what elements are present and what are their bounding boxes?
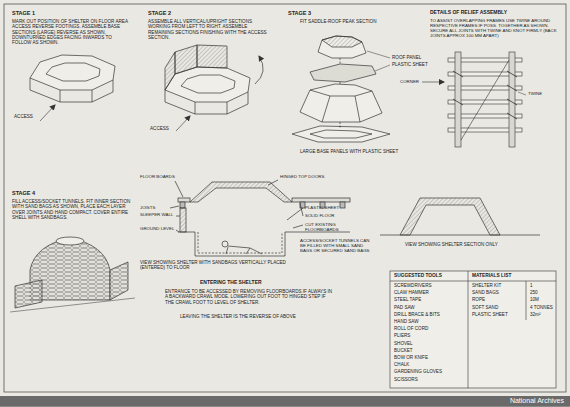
heading: STAGE 1 [12,10,72,16]
note-label: SCREWDRIVERS [394,283,466,288]
note-label: 250 [530,290,555,295]
note-label: SCISSORS [394,377,466,382]
note-label: 10M [530,297,555,302]
note-label: ROPE [472,297,524,302]
note-label: VIEW SHOWING SHELTER SECTION ONLY [405,242,525,247]
note-label: PAD SAW [394,305,466,310]
note-label: TWINE [528,91,560,96]
note-label: SHELTER KIT [472,283,524,288]
note-label: SHOVEL [394,341,466,346]
note-label: SOLID FLOOR [305,213,355,218]
note-label: 4 TONNES [530,305,555,310]
note-label: VIEW SHOWING SHELTER WITH SANDBAGS VERTI… [140,260,300,271]
watermark-band: National Archives [0,396,570,406]
heading: STAGE 2 [148,10,208,16]
heading: DETAILS OF RELIEF ASSEMBLY [430,10,560,16]
note-label: ENTRANCE TO BE ACCESSED BY REMOVING FLOO… [165,289,335,305]
watermark-text: National Archives [0,396,570,406]
note-label: PLASTIC SHEET [472,312,524,317]
note-label: CLAW HAMMER [394,290,466,295]
note-label: DRILL BRACE & BITS [394,312,466,317]
note-label: FILL ACCESS/SOCKET TUNNELS. FIT INNER SE… [12,199,137,220]
note-label: LARGE BASE PANELS WITH PLASTIC SHEET [300,149,400,154]
note-label: PLIERS [394,333,466,338]
note-label: HINGED TOP DOORS [280,174,335,179]
note-label: SLEEPER WALL [140,212,176,217]
note-label: 1 [530,283,555,288]
heading: STAGE 4 [12,190,72,196]
note-label: GROUND LEVEL [140,226,176,231]
note-label: BUCKET [394,348,466,353]
note-label: CORNER [400,79,422,84]
note-label: TO ASSIST OVERLAPPING FRAMES USE TWINE A… [430,18,562,38]
note-label: ACCESS/SOCKET TUNNELS CAN BE FILLED WITH… [300,238,370,253]
note-label: SAND BAGS [472,290,524,295]
note-label: 32m² [530,312,555,317]
note-label: JOISTS [140,205,170,210]
note-label: ACCESS [150,126,180,131]
note-label: PLASTIC SHEET [392,62,437,67]
note-label: STEEL TAPE [394,297,466,302]
note-label: ROOF PANEL [392,55,437,60]
note-label: HAND SAW [394,319,466,324]
note-label: LEAVING THE SHELTER IS THE REVERSE OF AB… [180,314,320,319]
note-label: ASSEMBLE ALL VERTICAL/UPRIGHT SECTIONS W… [148,19,268,40]
heading: MATERIALS LIST [472,273,552,279]
note-label: MARK OUT POSITION OF SHELTER ON FLOOR AR… [12,19,130,45]
heading: ENTERING THE SHELTER [200,280,300,286]
note-label: PLASTIC SHEET [305,205,355,210]
heading: STAGE 3 [288,10,348,16]
note-label: FIT SADDLE-ROOF PEAK SECTION [300,19,400,24]
note-label: ACCESS [14,114,44,119]
note-label: CHALK [394,362,466,367]
note-label: FLOOR BOARDS [140,174,178,179]
note-label: CUT EXISTING FLOORBOARDS [305,222,353,232]
note-label: ROLL OF CORD [394,326,466,331]
note-label: GARDENING GLOVES [394,369,466,374]
note-label: BOW OR KNIFE [394,355,466,360]
heading: SUGGESTED TOOLS [394,273,466,279]
note-label: SOFT SAND [472,305,524,310]
